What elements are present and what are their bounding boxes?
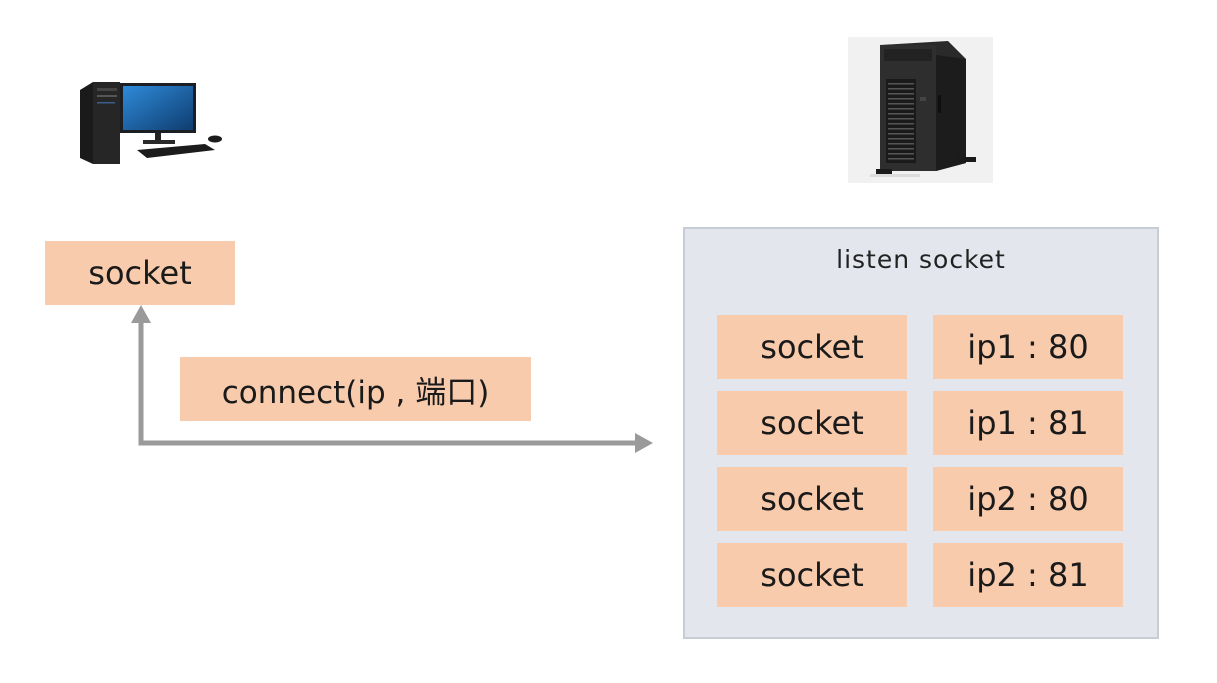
server-socket-label: socket — [760, 328, 864, 366]
server-socket-label: socket — [760, 480, 864, 518]
connection-arrow-line — [138, 322, 636, 446]
address-label: ip1 : 81 — [967, 404, 1089, 442]
server-socket-label: socket — [760, 556, 864, 594]
server-socket-label: socket — [760, 404, 864, 442]
server-socket-box: socket — [717, 543, 907, 607]
connect-label-box: connect(ip , 端口) — [180, 357, 531, 421]
desktop-computer-icon — [80, 82, 222, 164]
address-box: ip2 : 80 — [933, 467, 1123, 531]
address-label: ip1 : 80 — [967, 328, 1089, 366]
address-label: ip2 : 81 — [967, 556, 1089, 594]
connect-label: connect(ip , 端口) — [221, 374, 490, 411]
client-socket-box: socket — [45, 241, 235, 305]
address-box: ip1 : 80 — [933, 315, 1123, 379]
address-label: ip2 : 80 — [967, 480, 1089, 518]
arrow-head-right — [635, 433, 653, 453]
address-box: ip1 : 81 — [933, 391, 1123, 455]
server-socket-box: socket — [717, 391, 907, 455]
server-socket-box: socket — [717, 467, 907, 531]
address-box: ip2 : 81 — [933, 543, 1123, 607]
listen-socket-title: listen socket — [836, 245, 1006, 274]
server-socket-box: socket — [717, 315, 907, 379]
tower-server-icon — [870, 41, 976, 177]
client-socket-label: socket — [88, 254, 192, 292]
arrow-head-up — [131, 305, 151, 323]
